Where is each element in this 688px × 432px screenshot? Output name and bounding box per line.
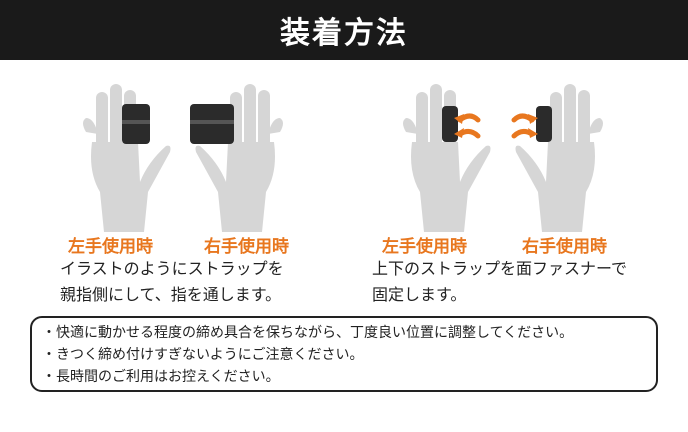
note-item-2: ・きつく締め付けすぎないようにご注意ください。	[42, 347, 364, 363]
label-right-hand-1: 右手使用時	[204, 237, 289, 257]
hands-fastener-fixing-image	[403, 84, 603, 232]
label-left-hand-1: 左手使用時	[68, 237, 153, 257]
description-right-line-1: 上下のストラップを面ファスナーで	[372, 259, 628, 278]
page-title: 装着方法	[280, 16, 408, 51]
description-right: 上下のストラップを面ファスナーで 固定します。	[372, 256, 627, 308]
description-right-line-2: 固定します。	[372, 285, 467, 304]
illustration-left-pair	[78, 82, 288, 232]
notes-box: ・快適に動かせる程度の締め具合を保ちながら、丁度良い位置に調整してください。 ・…	[30, 316, 658, 392]
header-bar: 装着方法	[0, 0, 688, 60]
description-left: イラストのようにストラップを 親指側にして、指を通します。	[60, 256, 284, 308]
illustration-right-pair	[398, 82, 608, 232]
label-left-hand-2: 左手使用時	[382, 237, 467, 257]
description-left-line-1: イラストのようにストラップを	[60, 259, 284, 278]
hands-strap-fitting-image	[83, 84, 283, 232]
note-item-1: ・快適に動かせる程度の締め具合を保ちながら、丁度良い位置に調整してください。	[42, 325, 574, 341]
description-left-line-2: 親指側にして、指を通します。	[60, 285, 282, 304]
label-right-hand-2: 右手使用時	[522, 237, 607, 257]
note-item-3: ・長時間のご利用はお控えください。	[42, 369, 280, 385]
